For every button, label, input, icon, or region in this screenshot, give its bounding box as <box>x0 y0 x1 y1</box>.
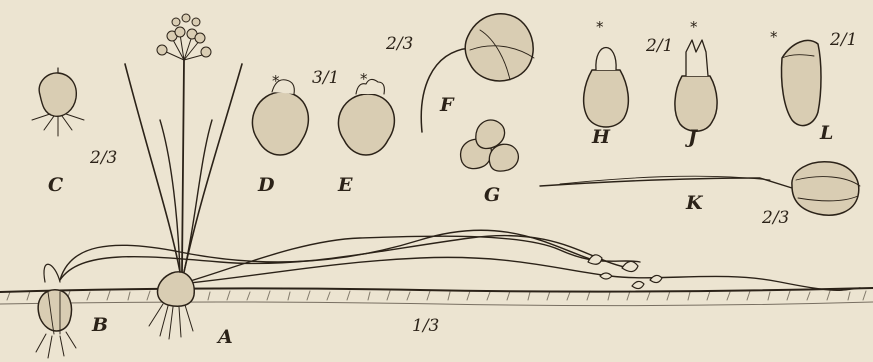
label-d: D <box>258 176 274 195</box>
label-f: F <box>440 96 454 115</box>
bulb-b <box>36 290 76 358</box>
label-h: H <box>592 128 610 147</box>
ovary-j <box>675 40 717 131</box>
marker-h: * <box>596 20 604 35</box>
label-j: J <box>688 128 697 147</box>
seeds-g <box>461 120 519 171</box>
runner-sprouts <box>588 255 662 289</box>
label-k: K <box>686 194 703 213</box>
ground-strip <box>0 288 873 306</box>
scale-c: 2/3 <box>90 150 117 167</box>
label-a: A <box>218 328 233 347</box>
marker-e: * <box>360 72 368 87</box>
marker-d: * <box>272 74 280 89</box>
label-c: C <box>48 176 63 195</box>
plant-a <box>125 14 242 339</box>
scale-k: 2/3 <box>762 210 789 227</box>
label-b: B <box>92 316 108 335</box>
scale-l: 2/1 <box>830 32 857 49</box>
label-e: E <box>338 176 352 195</box>
scale-main: 1/3 <box>412 318 439 335</box>
label-g: G <box>484 186 500 205</box>
marker-l: * <box>770 30 778 45</box>
ovary-d <box>252 80 308 155</box>
scale-f: 2/3 <box>386 36 413 53</box>
label-l: L <box>820 124 833 143</box>
ovary-h <box>584 48 629 128</box>
bulb-c <box>32 68 84 136</box>
capsule-f <box>421 14 534 132</box>
marker-j: * <box>690 20 698 35</box>
ovary-e <box>338 79 394 155</box>
scale-hj: 2/1 <box>646 38 673 55</box>
ovary-l <box>781 40 821 125</box>
scale-de: 3/1 <box>312 70 339 87</box>
